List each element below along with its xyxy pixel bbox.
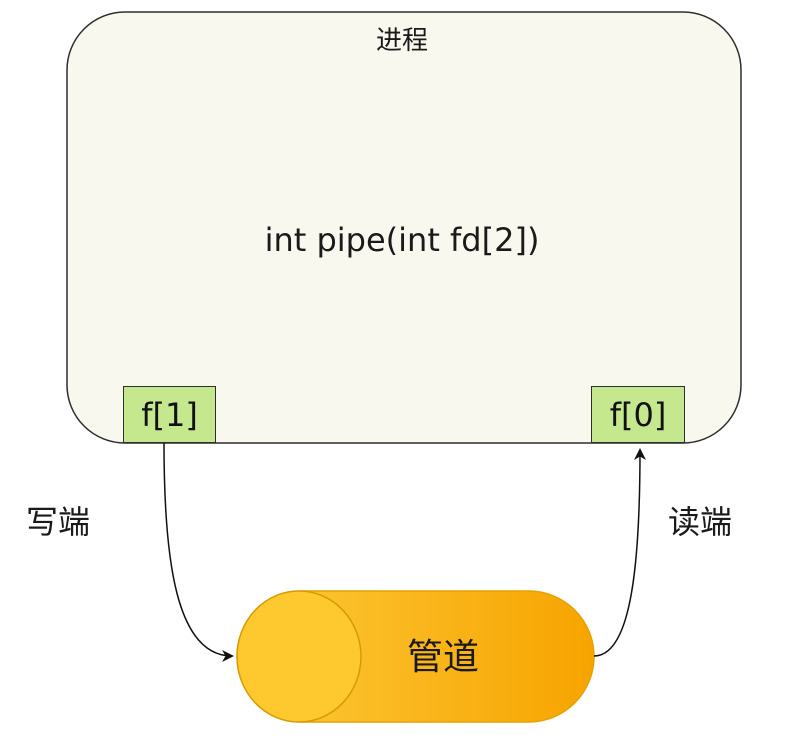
process-box xyxy=(66,11,742,444)
fd-read-label: f[0] xyxy=(609,395,667,434)
write-arrow xyxy=(163,442,234,662)
fd-write-label: f[1] xyxy=(141,395,198,434)
pipe-cap xyxy=(236,590,362,723)
read-arrow xyxy=(593,448,646,657)
fd-read-box: f[0] xyxy=(591,386,685,443)
pipe-label: 管道 xyxy=(406,637,479,678)
process-label: 进程 xyxy=(375,26,428,56)
read-end-label: 读端 xyxy=(668,503,733,541)
fd-write-box: f[1] xyxy=(123,386,216,443)
write-end-label: 写端 xyxy=(26,503,91,541)
pipe-call-label: int pipe(int fd[2]) xyxy=(264,221,540,259)
